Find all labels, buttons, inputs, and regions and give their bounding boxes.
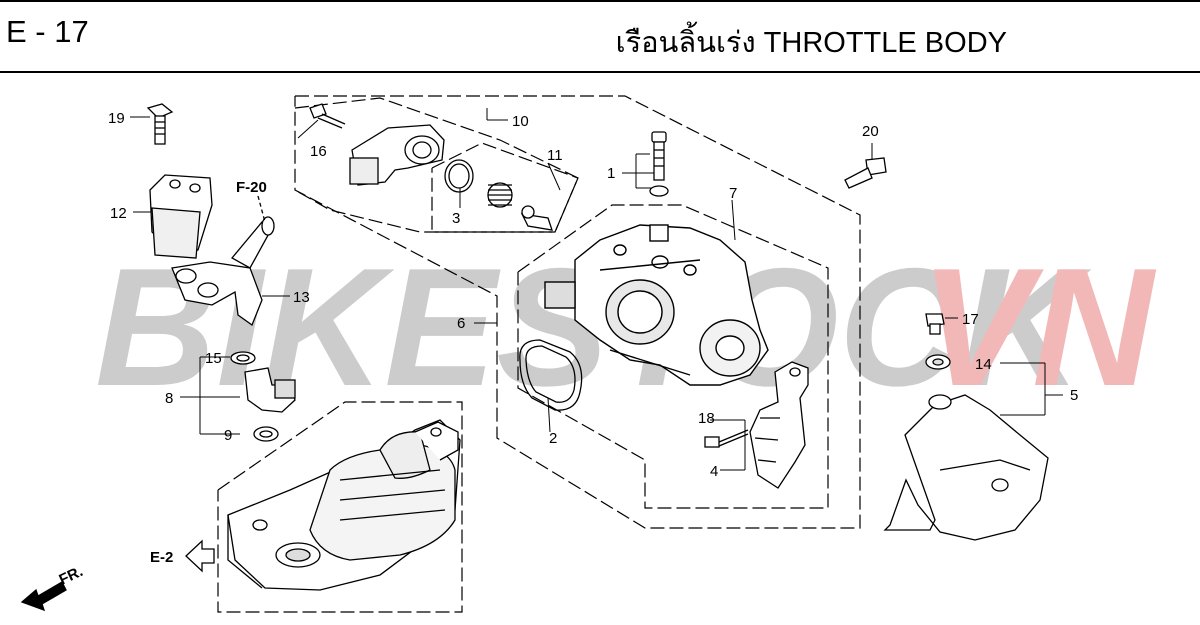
throttle-body [544,224,769,386]
bolt-20 [844,157,887,189]
callout-3: 3 [452,210,460,227]
callout-12: 12 [110,205,127,222]
callout-8: 8 [165,390,173,407]
callout-10: 10 [512,113,529,130]
e2-arrow-icon [185,539,215,573]
callout-5: 5 [1070,387,1078,404]
boundary-throttle-body-assembly [294,95,861,529]
callout-6: 6 [457,315,465,332]
callout-7: 7 [729,185,737,202]
callout-16: 16 [310,143,327,160]
throttle-cover [883,313,1049,541]
injector-assembly [230,351,296,442]
watermark-text-vn: VN [920,233,1157,421]
page-header: E - 17 เรือนลิ้นเร่ง THROTTLE BODY [0,0,1200,73]
callout-18: 18 [698,410,715,427]
boundary-throttle-body-subassembly [517,204,829,509]
callout-14: 14 [975,356,992,373]
boundary-sensor-kit [294,97,579,233]
assembly-boundaries [217,95,861,613]
ref-e2: E-2 [150,549,173,566]
cable-bracket [704,361,809,489]
bracket-assembly [149,174,275,327]
callout-13: 13 [293,289,310,306]
callout-9: 9 [224,427,232,444]
callout-20: 20 [862,123,879,140]
callout-11: 11 [547,147,563,164]
ref-front: FR. [57,563,86,589]
callout-2: 2 [549,430,557,447]
callout-15: 15 [205,350,222,367]
page-title: เรือนลิ้นเร่ง THROTTLE BODY [615,27,1007,59]
callout-19: 19 [108,110,125,127]
intake-joint [227,419,461,591]
boundary-intake-joint [217,401,463,613]
spring-kit [444,159,553,231]
bolt-19 [146,103,174,145]
reference-markers [20,195,266,612]
front-arrow-icon [20,581,67,612]
callout-1: 1 [607,165,615,182]
gasket-2 [519,339,583,411]
page-code: E - 17 [6,14,89,49]
callout-4: 4 [710,463,718,480]
header-bottom-rule [0,71,1200,73]
throttle-position-sensor [309,103,445,186]
boundary-spring-kit [431,142,579,233]
callout-17: 17 [962,311,979,328]
callouts: 1 2 3 4 5 6 7 8 9 10 11 12 13 14 15 16 1… [108,110,1078,480]
header-top-rule [0,0,1200,2]
f20-leader [257,195,266,223]
ref-f20: F-20 [236,179,267,196]
screw-1 [649,131,669,197]
